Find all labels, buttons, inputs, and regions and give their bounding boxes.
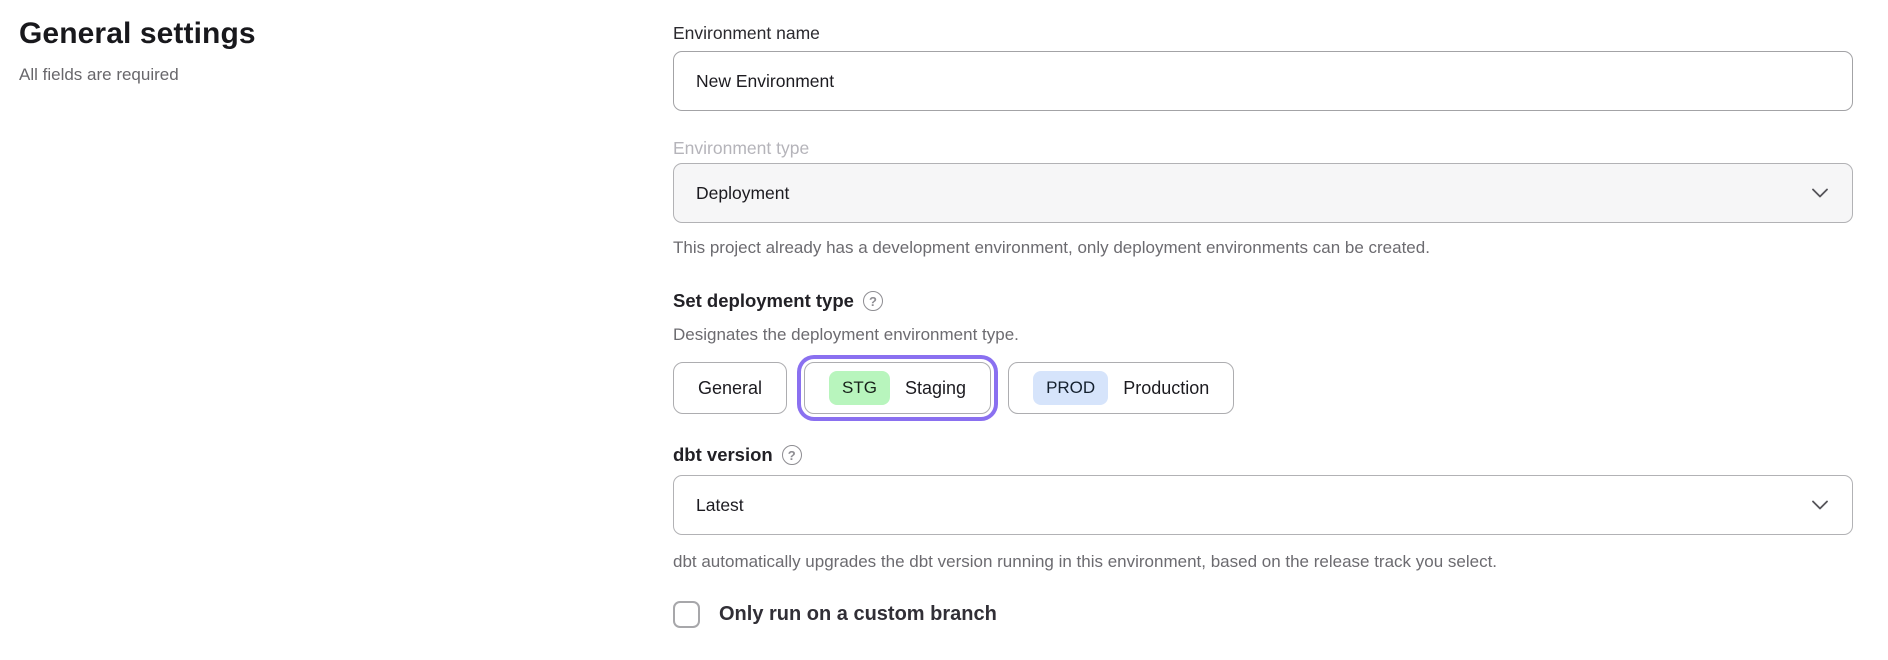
dbt-version-select[interactable]: Latest (673, 475, 1853, 535)
custom-branch-row: Only run on a custom branch (673, 601, 1853, 628)
deployment-type-option-staging[interactable]: STG Staging (804, 362, 992, 414)
environment-type-value: Deployment (696, 182, 790, 203)
custom-branch-label[interactable]: Only run on a custom branch (719, 603, 997, 625)
dbt-version-heading-text: dbt version (673, 444, 773, 465)
deployment-type-option-production[interactable]: PROD Production (1008, 362, 1235, 414)
page-subtitle: All fields are required (19, 65, 179, 84)
staging-badge: STG (829, 371, 890, 405)
environment-type-label: Environment type (673, 138, 810, 158)
question-circle-icon[interactable]: ? (781, 445, 802, 465)
deployment-type-options: General STG Staging PROD Production (673, 362, 1853, 414)
deployment-type-option-production-label: Production (1123, 377, 1210, 398)
deployment-type-option-general[interactable]: General (673, 362, 788, 414)
question-circle-icon[interactable]: ? (862, 291, 883, 311)
deployment-type-option-general-label: General (698, 377, 763, 398)
environment-name-input[interactable] (673, 51, 1853, 111)
deployment-type-description: Designates the deployment environment ty… (673, 325, 1019, 344)
environment-type-helper: This project already has a development e… (673, 238, 1430, 257)
dbt-version-value: Latest (696, 494, 744, 515)
chevron-down-icon (1812, 188, 1828, 198)
environment-form: Environment name Environment type Deploy… (673, 14, 1853, 628)
environment-type-select: Deployment (673, 163, 1853, 223)
custom-branch-checkbox[interactable] (673, 601, 700, 628)
settings-header: General settings All fields are required (19, 16, 579, 85)
chevron-down-icon (1812, 500, 1828, 510)
environment-name-label: Environment name (673, 23, 820, 43)
deployment-type-heading: Set deployment type ? (673, 290, 1853, 312)
deployment-type-heading-text: Set deployment type (673, 290, 854, 311)
dbt-version-helper: dbt automatically upgrades the dbt versi… (673, 552, 1498, 571)
dbt-version-heading: dbt version ? (673, 444, 1853, 466)
production-badge: PROD (1033, 371, 1109, 405)
deployment-type-option-staging-label: Staging (905, 377, 967, 398)
page-title: General settings (19, 17, 256, 50)
